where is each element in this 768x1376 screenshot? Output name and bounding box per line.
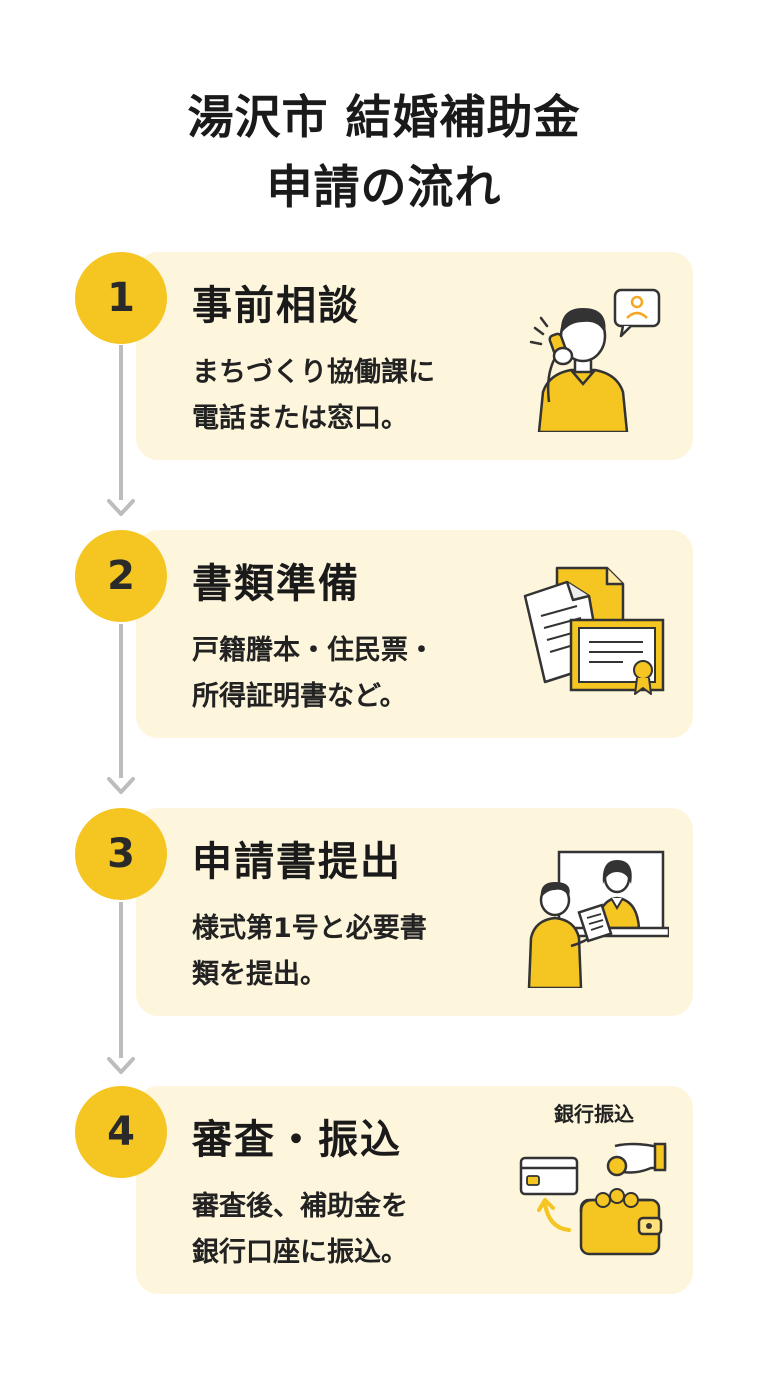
connector-1-2 xyxy=(119,345,123,500)
bank-transfer-label: 銀行振込 xyxy=(554,1102,634,1126)
step-title: 申請書提出 xyxy=(192,839,402,885)
arrow-down-icon xyxy=(107,1057,135,1074)
step-title: 審査・振込 xyxy=(192,1117,402,1163)
step-desc-line: まちづくり協働課に xyxy=(192,357,435,388)
bank-transfer-illustration: 銀行振込 xyxy=(519,1102,669,1266)
documents-icon xyxy=(523,566,665,695)
step-description: まちづくり協働課に 電話または窓口。 xyxy=(192,350,522,442)
page-title: 湯沢市 結婚補助金 申請の流れ xyxy=(0,82,768,222)
step-title: 事前相談 xyxy=(192,283,360,329)
connector-3-4 xyxy=(119,902,123,1058)
step-description: 戸籍謄本・住民票・ 所得証明書など。 xyxy=(192,628,522,720)
step-number-2: 2 xyxy=(75,530,167,622)
step-number-4: 4 xyxy=(75,1086,167,1178)
step-number-3: 3 xyxy=(75,808,167,900)
step-desc-line: 所得証明書など。 xyxy=(192,681,407,712)
step-desc-line: 銀行口座に振込。 xyxy=(192,1237,408,1268)
phone-call-icon xyxy=(529,288,661,432)
step-description: 審査後、補助金を 銀行口座に振込。 xyxy=(192,1184,522,1276)
arrow-down-icon xyxy=(107,777,135,794)
step-card-3: 申請書提出 様式第1号と必要書 類を提出。 xyxy=(136,808,693,1016)
connector-2-3 xyxy=(119,624,123,778)
step-desc-line: 戸籍謄本・住民票・ xyxy=(192,635,435,666)
step-desc-line: 審査後、補助金を xyxy=(192,1191,408,1222)
step-desc-line: 様式第1号と必要書 xyxy=(192,913,427,944)
title-line-1: 湯沢市 結婚補助金 xyxy=(187,90,581,144)
title-line-2: 申請の流れ xyxy=(266,160,502,214)
arrow-down-icon xyxy=(107,499,135,516)
step-card-1: 事前相談 まちづくり協働課に 電話または窓口。 xyxy=(136,252,693,460)
step-desc-line: 類を提出。 xyxy=(192,959,327,990)
step-number-1: 1 xyxy=(75,252,167,344)
step-desc-line: 電話または窓口。 xyxy=(192,403,408,434)
step-card-2: 書類準備 戸籍謄本・住民票・ 所得証明書など。 xyxy=(136,530,693,738)
step-description: 様式第1号と必要書 類を提出。 xyxy=(192,906,522,998)
step-card-4: 審査・振込 審査後、補助金を 銀行口座に振込。 銀行振込 xyxy=(136,1086,693,1294)
counter-submit-icon xyxy=(527,850,669,988)
step-title: 書類準備 xyxy=(192,561,360,607)
bank-transfer-icon xyxy=(519,1142,667,1256)
